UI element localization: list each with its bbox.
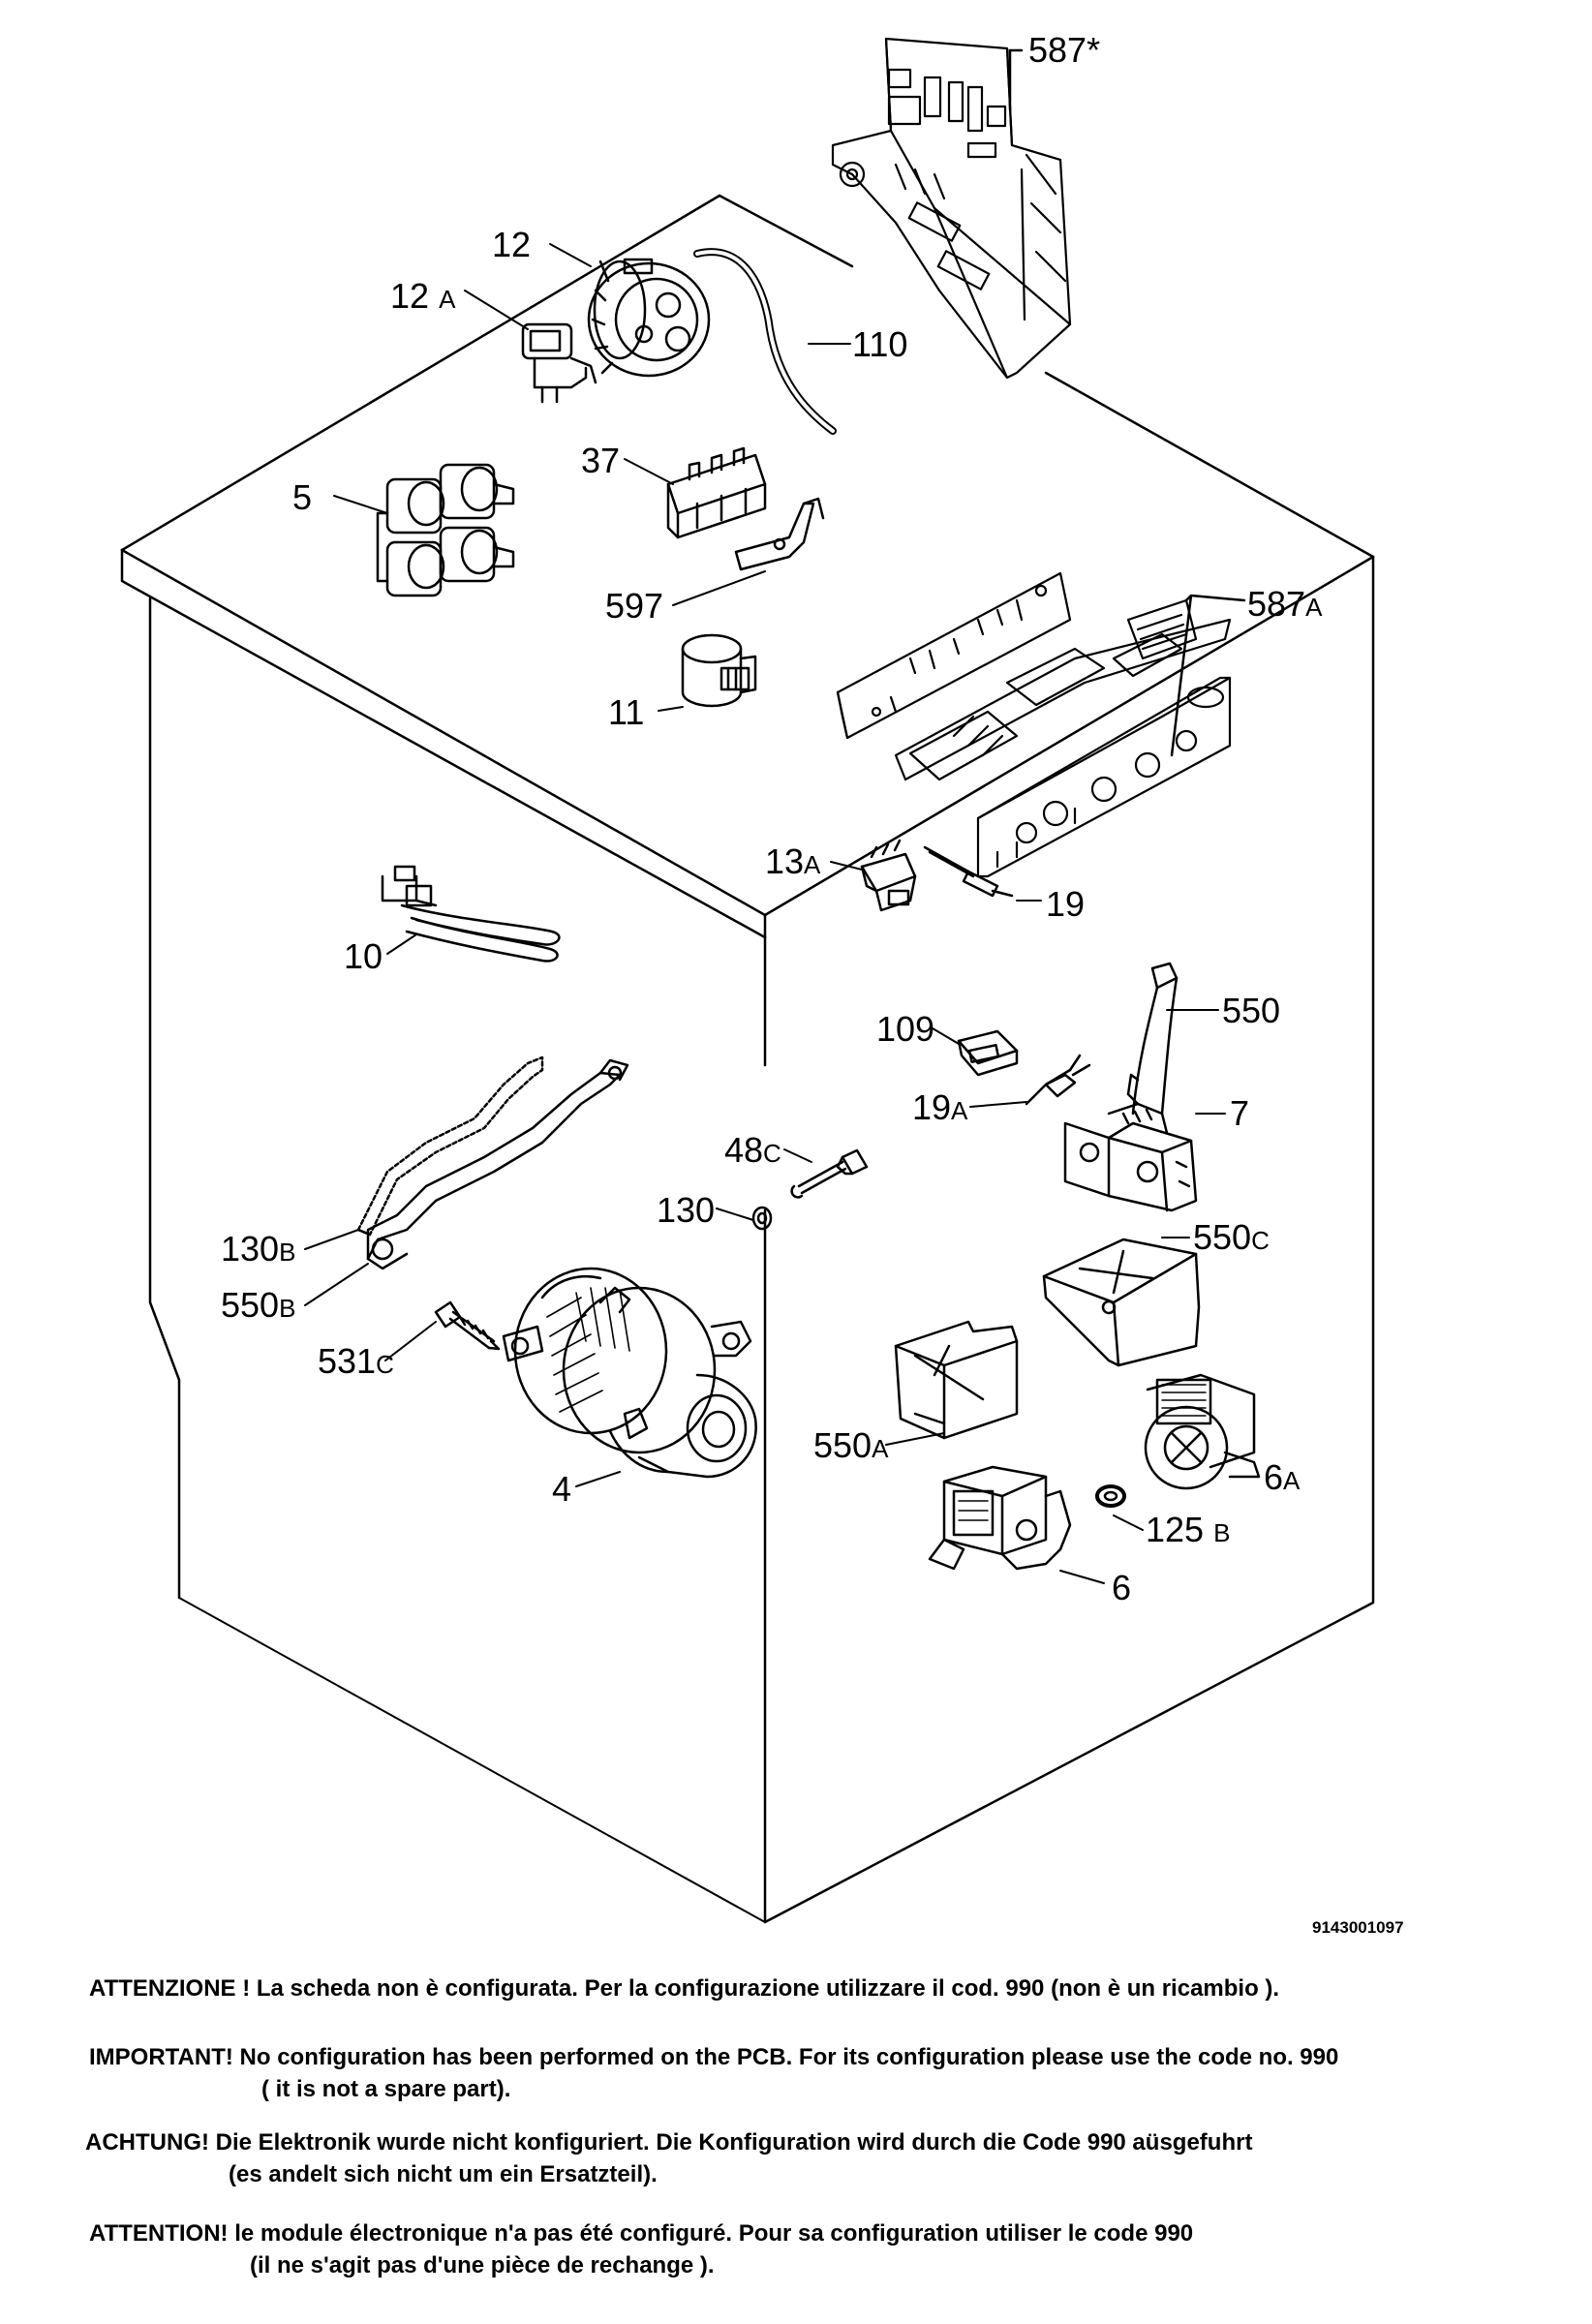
door-lock-7: [1063, 1102, 1198, 1212]
temperature-probe-19: [923, 845, 1014, 898]
label-130: 130: [657, 1190, 715, 1230]
capacitor-11: [681, 633, 757, 708]
motor-4: [502, 1267, 757, 1479]
label-4: 4: [552, 1469, 571, 1509]
sensor-12a: [521, 322, 597, 404]
leader-lines: [304, 243, 1260, 1584]
control-panel-587a: [836, 571, 1232, 878]
label-109: 109: [876, 1009, 934, 1049]
pcb-module-587: [831, 37, 1072, 380]
sensor-19a: [1025, 1054, 1091, 1106]
label-10: 10: [344, 936, 383, 976]
label-587-star: 587*: [1028, 30, 1100, 70]
label-125b: 125 B: [1146, 1510, 1230, 1549]
bracket-550b: [366, 1058, 629, 1270]
drain-pump-6: [928, 1465, 1072, 1571]
label-550b: 550B: [221, 1285, 295, 1325]
label-6: 6: [1112, 1568, 1131, 1607]
clip-597: [734, 497, 825, 571]
label-11: 11: [608, 692, 644, 732]
label-7: 7: [1230, 1093, 1249, 1133]
seal-ring-125b: [1095, 1484, 1126, 1508]
leader-587a: [1170, 594, 1246, 757]
heating-element-10: [381, 865, 561, 963]
document-number: 9143001097: [1312, 1918, 1404, 1937]
cover-550a: [894, 1320, 1019, 1440]
label-12: 12: [492, 225, 531, 264]
gasket-130b: [356, 1055, 544, 1237]
label-5: 5: [292, 477, 312, 517]
bolt-48c: [790, 1148, 869, 1199]
part-109: [957, 1029, 1019, 1077]
part-labels: 587* 12 12 A 110 37 5 597 587A 11 13A 19…: [221, 30, 1323, 1607]
pressure-switch-12: [587, 258, 711, 378]
washer-130: [751, 1206, 773, 1231]
label-6a: 6A: [1264, 1457, 1301, 1497]
drain-pump-6a: [1144, 1373, 1261, 1490]
inlet-valve-5: [376, 463, 515, 597]
label-587a: 587A: [1247, 584, 1323, 624]
label-19a: 19A: [912, 1087, 968, 1127]
label-550: 550: [1222, 991, 1280, 1030]
hose-110: [693, 248, 837, 435]
label-48c: 48C: [724, 1130, 781, 1170]
label-550a: 550A: [813, 1425, 889, 1465]
cabinet-outline: [120, 194, 1375, 1924]
screw-531c: [434, 1300, 501, 1351]
label-130b: 130B: [221, 1229, 295, 1269]
cover-550c: [1042, 1238, 1201, 1367]
label-19: 19: [1046, 884, 1085, 924]
label-110: 110: [852, 324, 907, 364]
label-550c: 550C: [1193, 1217, 1270, 1257]
label-12a: 12 A: [390, 276, 456, 316]
connector-13a: [860, 839, 917, 912]
label-597: 597: [605, 586, 663, 626]
label-13a: 13A: [765, 841, 821, 881]
label-37: 37: [581, 441, 620, 480]
label-531c: 531C: [318, 1341, 394, 1381]
door-handle-550: [1126, 962, 1179, 1116]
terminal-block-37: [666, 446, 767, 539]
